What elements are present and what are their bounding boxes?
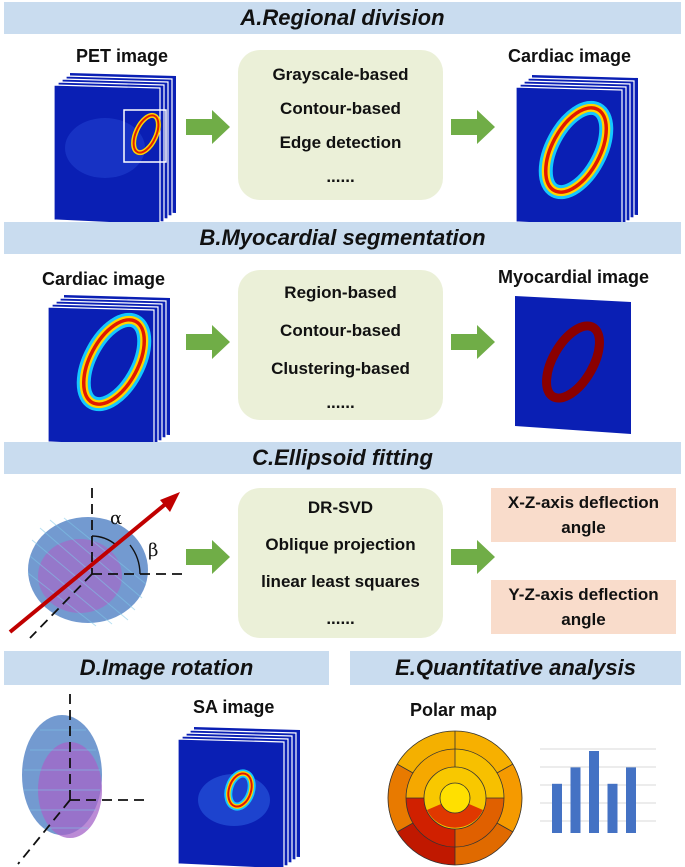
- bar-5: [626, 767, 636, 833]
- arrow-a2: [451, 110, 495, 144]
- method-c-1: DR-SVD: [307, 498, 374, 517]
- method-b-2: Contour-based: [280, 321, 401, 340]
- polar-map-label: Polar map: [410, 700, 498, 720]
- polar-map: [387, 730, 523, 866]
- section-b-banner: B.Myocardial segmentation: [4, 222, 681, 254]
- alpha-label: α: [110, 508, 123, 529]
- section-a-title: A.Regional division: [240, 5, 445, 30]
- cardiac-image-stack-b: [47, 295, 170, 448]
- roi-box: [123, 109, 167, 163]
- cardiac-image-label-a: Cardiac image: [508, 46, 632, 66]
- myocardial-image-label: Myocardial image: [498, 267, 650, 287]
- method-box-b: Region-based Contour-based Clustering-ba…: [238, 270, 443, 420]
- method-b-3: Clustering-based: [271, 359, 410, 378]
- method-b-4: ......: [326, 393, 355, 412]
- bar-chart: [540, 748, 656, 833]
- bar-3: [589, 751, 599, 833]
- arrow-c2: [451, 540, 495, 574]
- method-c-3: linear least squares: [261, 572, 420, 591]
- section-a-banner: A.Regional division: [4, 2, 681, 34]
- bar-4: [607, 783, 618, 833]
- pet-image-label: PET image: [76, 46, 169, 66]
- pet-image-stack: [53, 73, 176, 226]
- bar-1: [552, 783, 562, 833]
- ellipsoid-fit-diagram: [8, 488, 182, 639]
- arrow-b1: [186, 325, 230, 359]
- beta-label: β: [148, 540, 159, 561]
- method-b-1: Region-based: [284, 283, 397, 302]
- method-box-a: Grayscale-based Contour-based Edge detec…: [238, 50, 443, 200]
- rotated-ellipsoid: [17, 694, 150, 865]
- method-box-c: DR-SVD Oblique projection linear least s…: [238, 488, 443, 638]
- method-a-1: Grayscale-based: [272, 65, 409, 84]
- arrow-b2: [451, 325, 495, 359]
- method-a-3: Edge detection: [279, 133, 402, 152]
- method-a-2: Contour-based: [280, 99, 401, 118]
- section-e-banner: E.Quantitative analysis: [350, 651, 681, 685]
- section-c-title: C.Ellipsoid fitting: [252, 445, 433, 470]
- cardiac-image-label-b: Cardiac image: [42, 269, 166, 289]
- method-c-4: ......: [326, 609, 355, 628]
- section-d-title: D.Image rotation: [79, 655, 254, 680]
- section-e-title: E.Quantitative analysis: [395, 655, 636, 680]
- bar-2: [570, 767, 581, 833]
- section-b-title: B.Myocardial segmentation: [199, 225, 486, 250]
- arrow-c1: [186, 540, 230, 574]
- section-d-banner: D.Image rotation: [4, 651, 329, 685]
- sa-image-stack: [177, 727, 300, 867]
- output-xz-angle: X-Z-axis deflection angle: [491, 488, 676, 542]
- output-yz-angle: Y-Z-axis deflection angle: [491, 580, 676, 634]
- myocardial-image: [515, 296, 631, 434]
- sa-image-label: SA image: [193, 697, 275, 717]
- section-c-banner: C.Ellipsoid fitting: [4, 442, 681, 474]
- cardiac-image-stack-a: [515, 75, 638, 228]
- arrow-a1: [186, 110, 230, 144]
- method-c-2: Oblique projection: [265, 535, 416, 554]
- method-a-4: ......: [326, 167, 355, 186]
